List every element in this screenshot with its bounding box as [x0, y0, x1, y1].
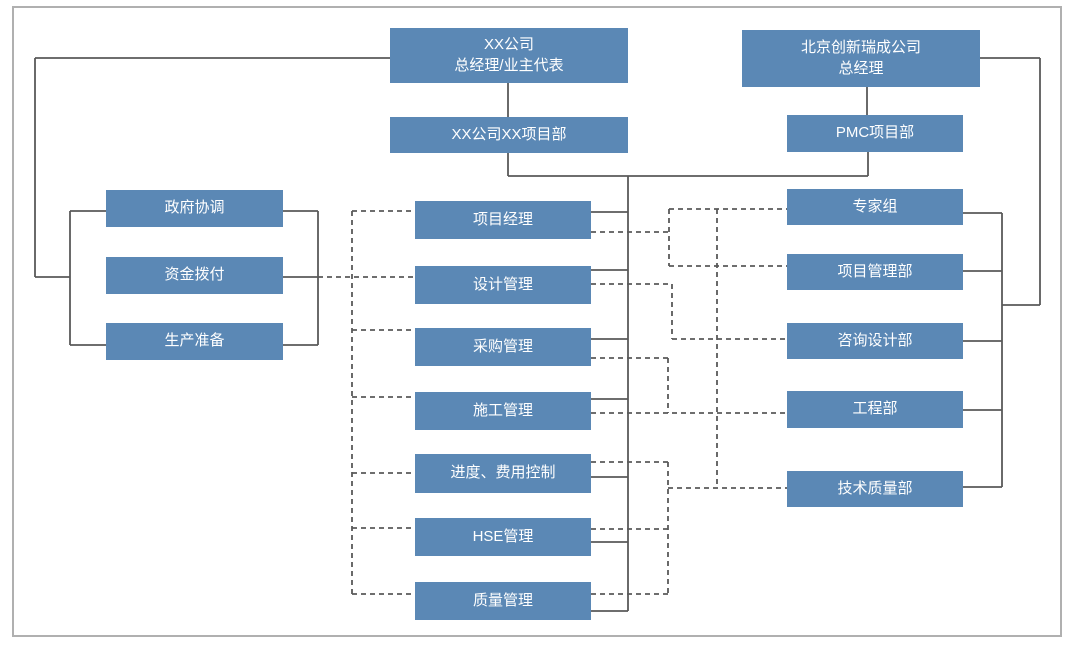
node-production-preparation: 生产准备: [106, 323, 283, 360]
node-project-manager: 项目经理: [415, 201, 591, 239]
node-owner-project-dept: XX公司XX项目部: [390, 117, 628, 153]
node-fund-allocation: 资金拨付: [106, 257, 283, 294]
diagram-border: [12, 6, 1062, 637]
solid-connectors: [34, 57, 1041, 612]
node-owner-gm: XX公司 总经理/业主代表: [390, 28, 628, 83]
node-technical-quality-dept: 技术质量部: [787, 471, 963, 507]
node-pmc-gm: 北京创新瑞成公司 总经理: [742, 30, 980, 87]
node-quality-management: 质量管理: [415, 582, 591, 620]
node-label: XX公司: [483, 36, 534, 54]
node-government-coordination: 政府协调: [106, 190, 283, 227]
node-engineering-dept: 工程部: [787, 391, 963, 428]
node-construction-management: 施工管理: [415, 392, 591, 430]
node-label: 总经理: [838, 59, 884, 77]
node-procurement-management: 采购管理: [415, 328, 591, 366]
node-pmc-project-dept: PMC项目部: [787, 115, 963, 152]
node-hse-management: HSE管理: [415, 518, 591, 556]
node-label: 北京创新瑞成公司: [800, 39, 921, 57]
node-label: 总经理/业主代表: [454, 56, 564, 74]
dashed-connectors: [318, 208, 787, 595]
node-design-management: 设计管理: [415, 266, 591, 304]
node-consulting-design-dept: 咨询设计部: [787, 323, 963, 359]
node-expert-group: 专家组: [787, 189, 963, 225]
node-project-management-dept: 项目管理部: [787, 254, 963, 290]
node-schedule-cost-control: 进度、费用控制: [415, 454, 591, 493]
